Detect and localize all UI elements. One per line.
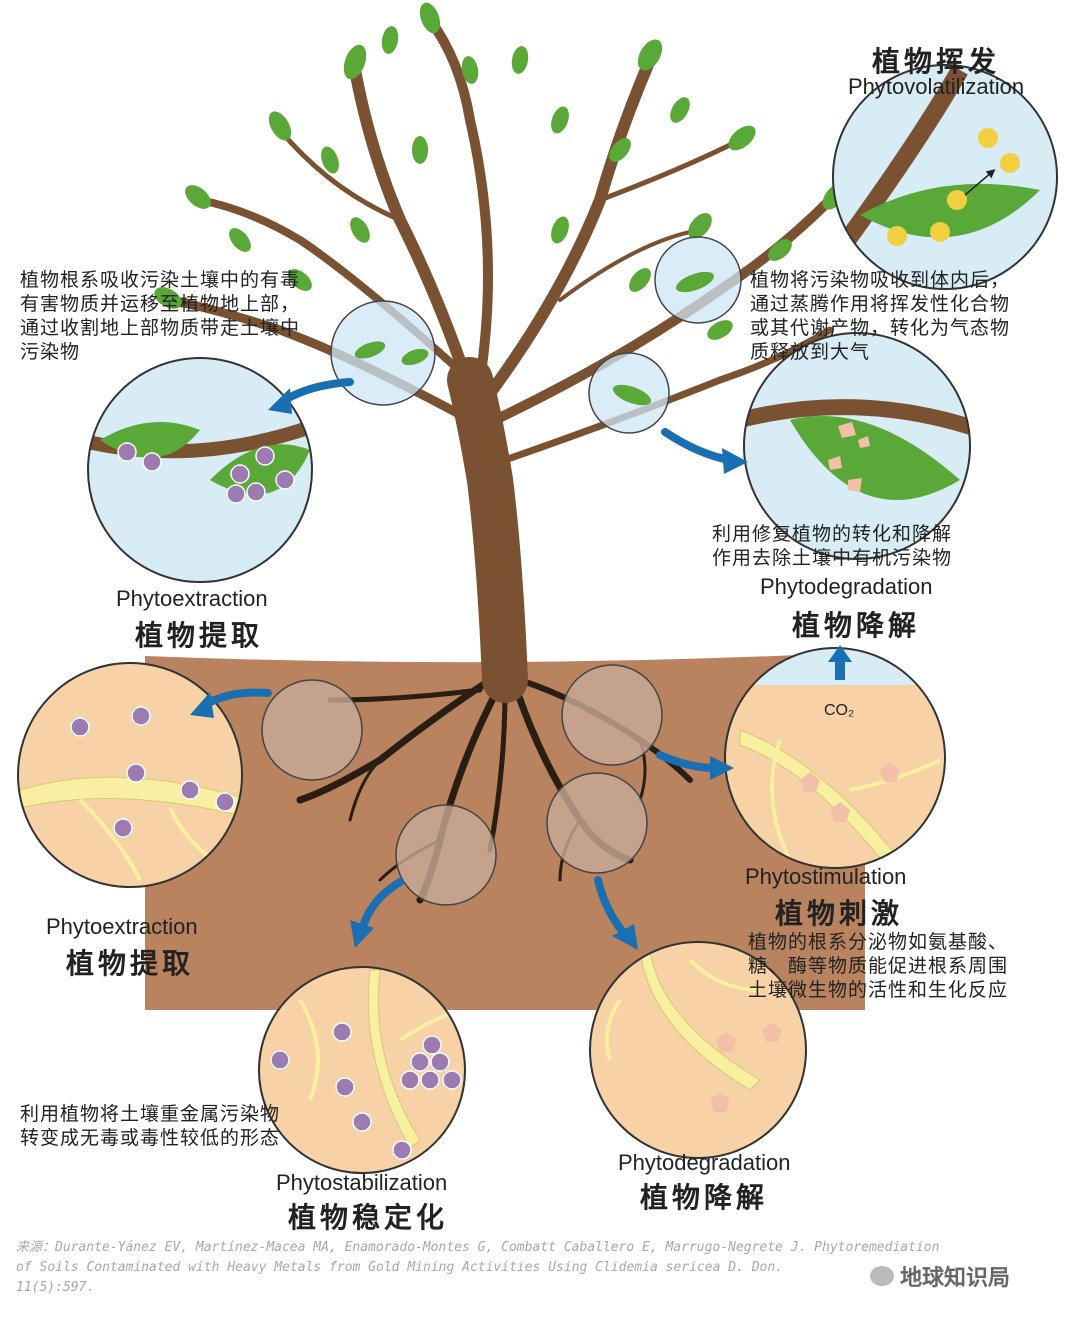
phytovolatilization-title-zh: 植物挥发 bbox=[872, 45, 1001, 78]
phytoextraction-description: 植物根系吸收污染土壤中的有毒 有害物质并运移至植物地上部， 通过收割地上部物质带… bbox=[20, 269, 301, 363]
phytodegradation-bottom-title-en: Phytodegradation bbox=[618, 1150, 791, 1175]
zoom-phytovolatilization bbox=[832, 64, 1058, 290]
metal-ions-root bbox=[70, 706, 235, 838]
zoom-phytostabilization bbox=[258, 966, 466, 1174]
co2-label: CO₂ bbox=[824, 702, 855, 719]
phytodegradation-description: 利用修复植物的转化和降解 作用去除土壤中有机污染物 bbox=[712, 523, 953, 569]
watermark: 地球知识局 bbox=[870, 1260, 1010, 1292]
source-citation: 来源：Durante-Yánez EV, Martínez-Macea MA, … bbox=[16, 1240, 940, 1295]
tree-trunk bbox=[165, 15, 835, 703]
phytostimulation-description: 植物的根系分泌物如氨基酸、 糖、酶等物质能促进根系周围 土壤微生物的活性和生化反… bbox=[748, 931, 1009, 1001]
phytostabilization-title-zh: 植物稳定化 bbox=[288, 1201, 449, 1234]
phytovolatilization-title-en: Phytovolatilization bbox=[848, 74, 1025, 99]
metal-ions-stabilized bbox=[270, 1022, 462, 1160]
tree-leaves bbox=[154, 2, 848, 340]
phytovolatilization-description: 植物将污染物吸收到体内后， 通过蒸腾作用将挥发性化合物 或其代谢产物，转化为气态… bbox=[750, 269, 1011, 363]
zoom-phytodegradation-root bbox=[589, 941, 807, 1159]
phytostabilization-description: 利用植物将土壤重金属污染物 转变成无毒或毒性较低的形态 bbox=[20, 1103, 281, 1149]
phytoextraction-bottom-title-en: Phytoextraction bbox=[46, 914, 198, 939]
wechat-icon bbox=[870, 1266, 894, 1286]
phytoextraction-bottom-title-zh: 植物提取 bbox=[66, 947, 195, 980]
phytoextraction-top-title-en: Phytoextraction bbox=[116, 586, 268, 611]
phytodegradation-top-title-en: Phytodegradation bbox=[760, 574, 933, 599]
phytostabilization-title-en: Phytostabilization bbox=[276, 1170, 448, 1195]
metal-ions-top bbox=[117, 442, 295, 504]
phytostimulation-title-zh: 植物刺激 bbox=[775, 897, 904, 930]
phytoextraction-top-title-zh: 植物提取 bbox=[135, 619, 264, 652]
zoom-phytodegradation-leaf bbox=[743, 332, 971, 560]
phytodegradation-bottom-title-zh: 植物降解 bbox=[640, 1181, 769, 1214]
phytostimulation-title-en: Phytostimulation bbox=[745, 864, 907, 889]
phytodegradation-top-title-zh: 植物降解 bbox=[792, 609, 921, 642]
